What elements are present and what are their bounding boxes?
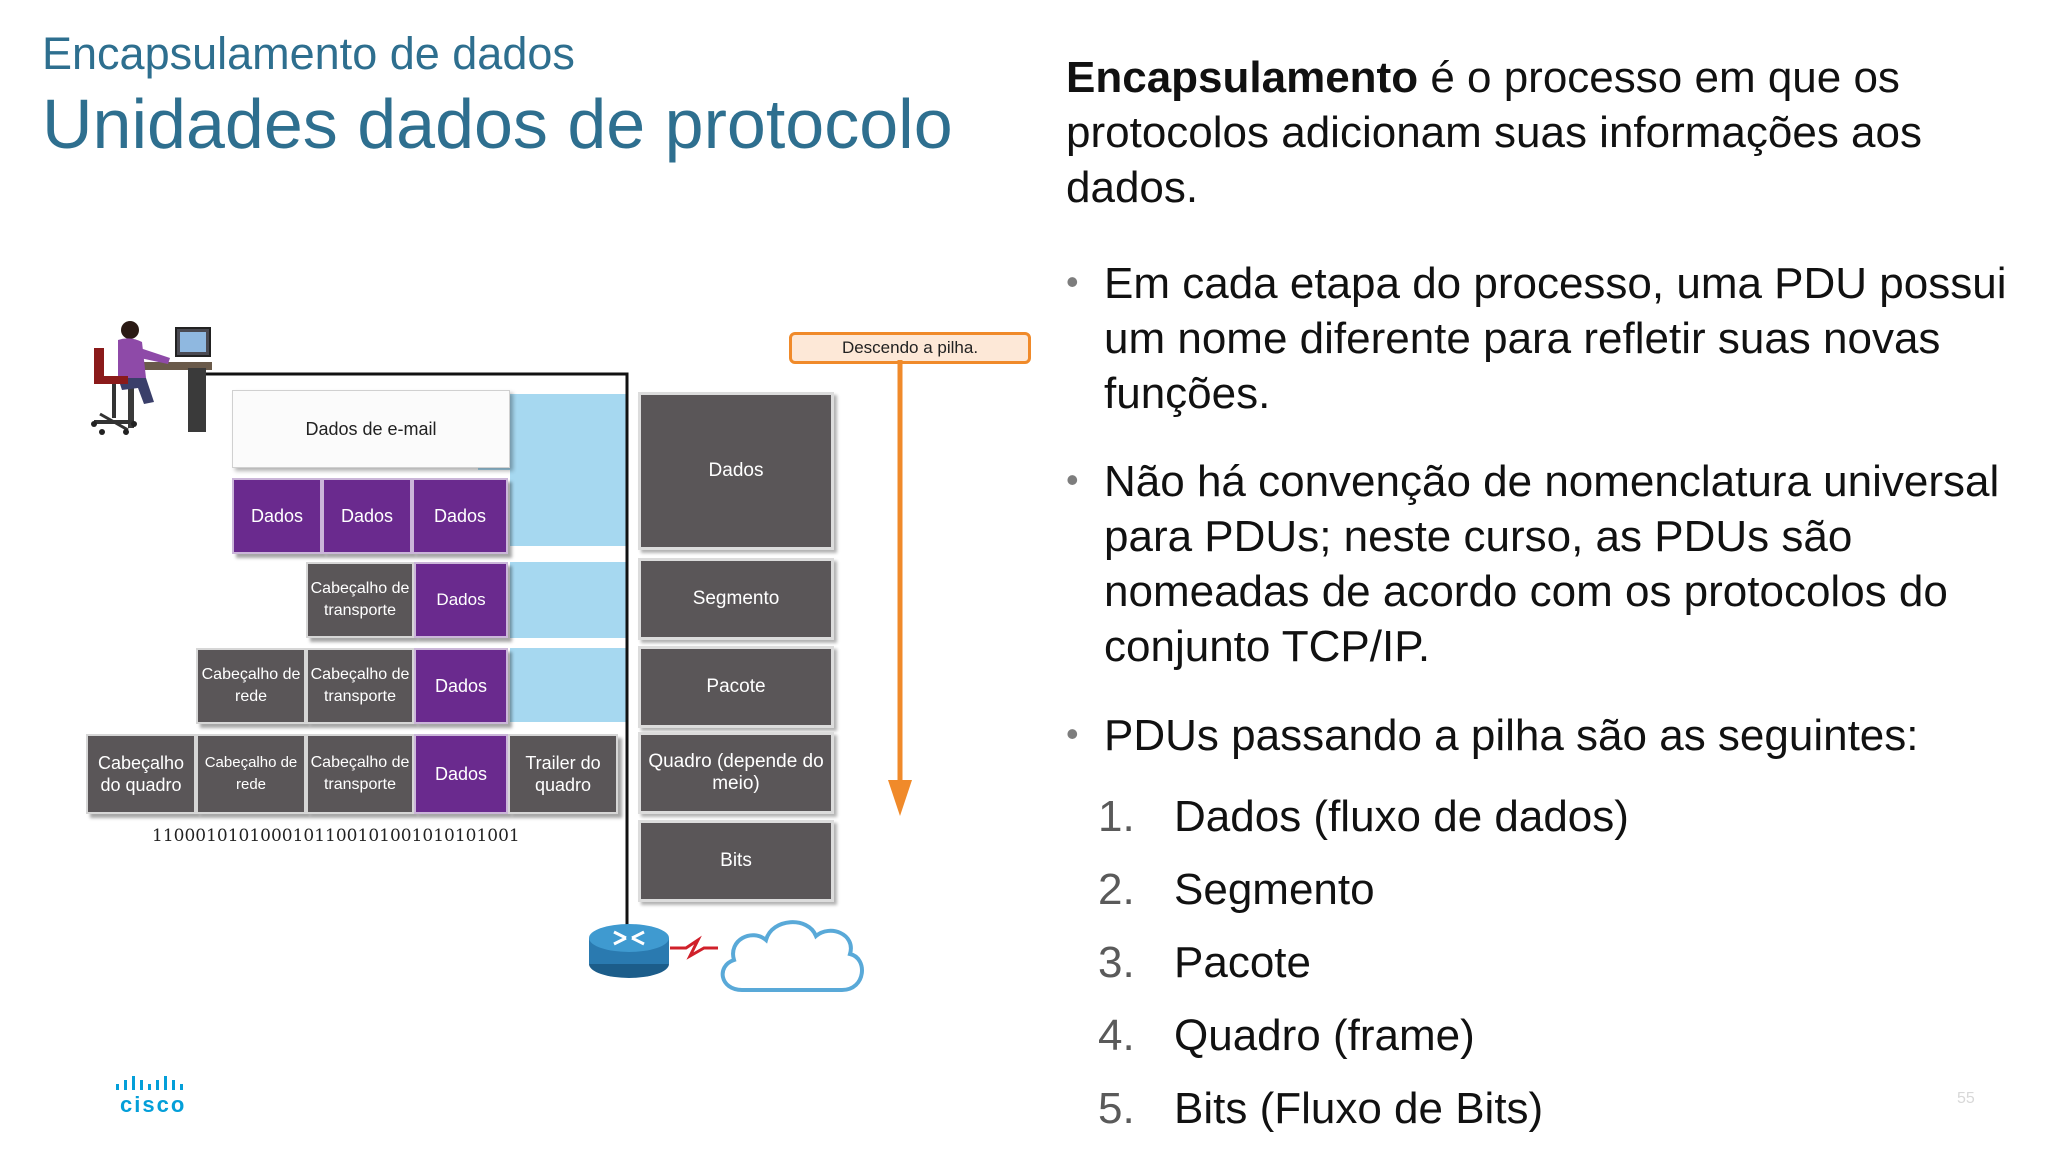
pdu-frame: Quadro (depende do meio) <box>638 732 834 814</box>
frame-header-label: Cabeçalho do quadro <box>97 753 185 795</box>
list-text: Pacote <box>1174 938 1311 987</box>
bullet-dot-icon: • <box>1066 459 1079 500</box>
list-text: Segmento <box>1174 865 1375 914</box>
pdu-segment-label: Segmento <box>692 588 780 609</box>
frame-header-block: Cabeçalho do quadro <box>86 734 196 814</box>
stack-band <box>510 648 628 722</box>
transport-header-label: Cabeçalho de transporte <box>310 754 410 793</box>
transport-header-block: Cabeçalho de transporte <box>306 562 414 638</box>
intro-bold-term: Encapsulamento <box>1066 53 1419 102</box>
data-label: Dados <box>250 506 304 526</box>
list-item: 1. Dados (fluxo de dados) <box>1098 792 1629 842</box>
frame-trailer-block: Trailer do quadro <box>508 734 618 814</box>
pdu-packet-label: Pacote <box>706 676 766 697</box>
intro-text: é o processo em que os protocolos adicio… <box>1066 53 1923 212</box>
list-text: Dados (fluxo de dados) <box>1174 792 1629 841</box>
list-number: 1. <box>1098 792 1135 841</box>
page-number: 55 <box>1957 1090 1975 1107</box>
pdu-bits: Bits <box>638 820 834 902</box>
slide-title: Unidades dados de protocolo <box>42 85 953 163</box>
transport-header-label: Cabeçalho de transporte <box>310 666 410 705</box>
list-number: 4. <box>1098 1011 1135 1060</box>
slide-subtitle: Encapsulamento de dados <box>42 28 575 79</box>
pdu-segment: Segmento <box>638 558 834 640</box>
down-arrow-icon <box>888 360 912 816</box>
stack-band <box>510 394 628 546</box>
cloud-icon <box>720 920 864 992</box>
list-number: 3. <box>1098 938 1135 987</box>
data-block: Dados <box>412 478 508 554</box>
data-block: Dados <box>232 478 322 554</box>
pdu-data-label: Dados <box>708 460 764 481</box>
list-item: 3. Pacote <box>1098 938 1311 988</box>
list-text: Quadro (frame) <box>1174 1011 1475 1060</box>
bullet-dot-icon: • <box>1066 713 1079 754</box>
transport-header-block: Cabeçalho de transporte <box>306 648 414 724</box>
network-header-label: Cabeçalho de rede <box>201 666 301 705</box>
serial-link-icon <box>670 935 718 960</box>
frame-trailer-label: Trailer do quadro <box>525 753 601 795</box>
bullet-text: Não há convenção de nomenclatura univers… <box>1104 457 2000 671</box>
pdu-data: Dados <box>638 392 834 550</box>
email-data-box: Dados de e-mail <box>232 390 510 468</box>
data-label: Dados <box>433 506 487 526</box>
cable-line <box>200 372 629 930</box>
bullet-dot-icon: • <box>1066 261 1079 302</box>
cisco-logo: cisco <box>120 1092 187 1117</box>
list-number: 2. <box>1098 865 1135 914</box>
bit-string: 1100010101000101100101001010101001 <box>152 826 520 846</box>
transport-header-label: Cabeçalho de transporte <box>310 580 410 619</box>
data-label: Dados <box>340 506 394 526</box>
list-item: 5. Bits (Fluxo de Bits) <box>1098 1084 1543 1134</box>
intro-paragraph: Encapsulamento é o processo em que os pr… <box>1066 50 2026 215</box>
data-block: Dados <box>414 562 508 638</box>
data-block: Dados <box>414 648 508 724</box>
data-block: Dados <box>322 478 412 554</box>
pdu-frame-label: Quadro (depende do meio) <box>648 751 824 794</box>
list-item: 4. Quadro (frame) <box>1098 1011 1475 1061</box>
network-header-block: Cabeçalho de rede <box>196 648 306 724</box>
network-header-block: Cabeçalho de rede <box>196 734 306 814</box>
list-text: Bits (Fluxo de Bits) <box>1174 1084 1544 1133</box>
data-block: Dados <box>414 734 508 814</box>
list-number: 5. <box>1098 1084 1135 1133</box>
bullet-text: Em cada etapa do processo, uma PDU possu… <box>1104 259 2007 418</box>
transport-header-block: Cabeçalho de transporte <box>306 734 414 814</box>
data-label: Dados <box>434 764 488 784</box>
user-workstation-icon <box>91 321 212 435</box>
stack-direction-label: Descendo a pilha. <box>789 332 1031 364</box>
email-data-label: Dados de e-mail <box>305 418 437 439</box>
network-header-label: Cabeçalho de rede <box>204 754 298 793</box>
stack-band <box>510 562 628 638</box>
cisco-logo-bars-icon <box>116 1076 183 1090</box>
pdu-bits-label: Bits <box>720 850 752 871</box>
router-icon <box>589 924 669 978</box>
bullet-text: PDUs passando a pilha são as seguintes: <box>1104 711 1919 760</box>
data-label: Dados <box>434 676 488 696</box>
list-item: 2. Segmento <box>1098 865 1375 915</box>
data-label: Dados <box>436 590 486 609</box>
pdu-packet: Pacote <box>638 646 834 728</box>
